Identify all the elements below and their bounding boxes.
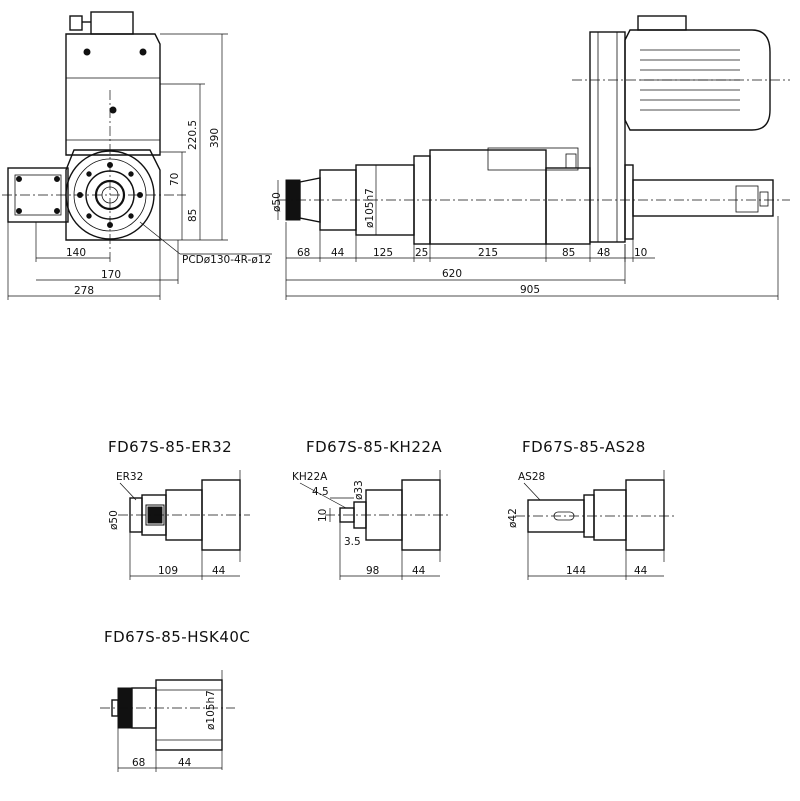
dia-33: ø33 [353,480,365,500]
dim-4-5: 4.5 [312,486,329,498]
dim-48: 48 [597,247,610,259]
dim-905: 905 [520,284,540,296]
mounting-plate [589,31,626,243]
dim-85: 85 [562,247,575,259]
pcd-note: PCDø130-4R-ø12 [182,254,271,266]
variant-as28: FD67S-85-AS28 AS28 ø42 144 44 [507,438,675,580]
dim-98: 98 [366,565,379,577]
dim-44-hsk: 44 [178,757,192,769]
variant-title-kh22a: FD67S-85-KH22A [306,438,442,456]
variant-title-er32: FD67S-85-ER32 [108,438,232,456]
motor-body [624,29,771,131]
dim-44-as28: 44 [634,565,648,577]
dim-68: 68 [297,247,310,259]
dim-215: 215 [478,247,498,259]
variant-title-hsk40c: FD67S-85-HSK40C [104,628,250,646]
rear-rod [632,179,774,217]
dim-85: 85 [187,209,199,222]
dim-278: 278 [74,285,94,297]
dia-42: ø42 [507,508,519,528]
dim-70: 70 [169,173,181,186]
variant-er32: FD67S-85-ER32 ER32 ø50 109 44 [108,438,250,580]
dim-68-hsk: 68 [132,757,145,769]
dim-170: 170 [101,269,121,281]
dim-125: 125 [373,247,393,259]
cable-gland [69,15,83,31]
side-view: ø50 ø105h7 68 44 125 25 215 85 48 10 620… [271,15,790,300]
dim-144: 144 [566,565,586,577]
dim-44-kh22a: 44 [412,565,426,577]
terminal-box [90,11,134,35]
motor-terminal [637,15,687,31]
label-as28: AS28 [518,471,545,483]
dim-44-er32: 44 [212,565,226,577]
dia-105h7-hsk: ø105h7 [205,690,217,730]
variant-title-as28: FD67S-85-AS28 [522,438,646,456]
dim-25: 25 [415,247,428,259]
front-view: 220.5 390 70 85 140 170 278 PCDø130-4R-ø… [2,11,272,300]
dim-3-5: 3.5 [344,536,361,548]
dim-10-kh22a: 10 [317,509,329,522]
dia-50: ø50 [271,192,283,212]
dia-105h7: ø105h7 [364,188,376,228]
variant-hsk40c: FD67S-85-HSK40C ø105h7 68 44 [100,628,250,772]
dim-109: 109 [158,565,178,577]
dia-er32: ø50 [108,510,120,530]
dim-220-5: 220.5 [187,120,199,150]
dim-620: 620 [442,268,462,280]
label-er32: ER32 [116,471,143,483]
dim-44: 44 [331,247,345,259]
variant-kh22a: FD67S-85-KH22A KH22A 4.5 ø33 10 3.5 98 4… [292,438,450,580]
motor-housing [65,33,161,156]
dim-10: 10 [634,247,647,259]
dim-140: 140 [66,247,86,259]
dim-390: 390 [209,128,221,148]
label-kh22a: KH22A [292,471,328,483]
